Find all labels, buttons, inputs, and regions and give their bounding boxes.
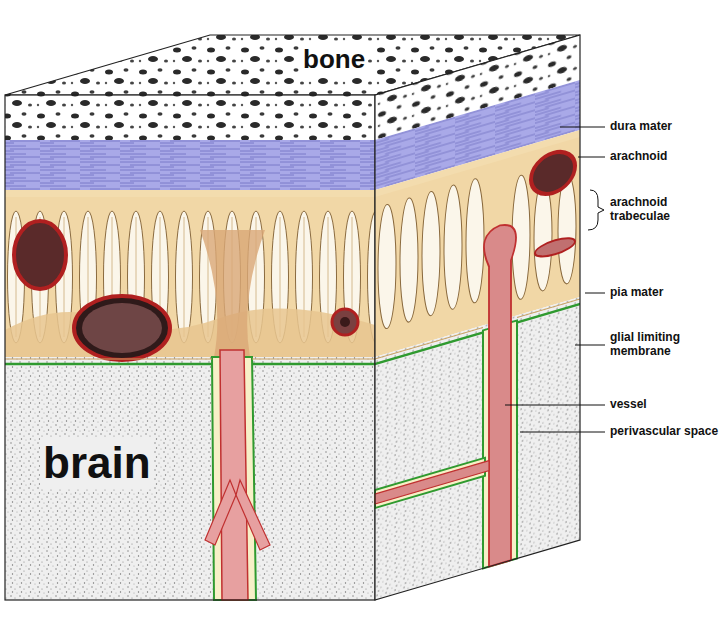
part-name: brain <box>40 438 154 489</box>
part-label: dura mater <box>610 120 672 134</box>
part-label: vessel <box>610 398 647 412</box>
part-label: arachnoid <box>610 150 667 164</box>
part-label: arachnoid trabeculae <box>610 196 720 224</box>
part-label: pia mater <box>610 286 663 300</box>
part-label: glial limiting membrane <box>610 331 720 359</box>
part-label: perivascular space <box>610 425 718 439</box>
part-name: bone <box>300 45 368 75</box>
